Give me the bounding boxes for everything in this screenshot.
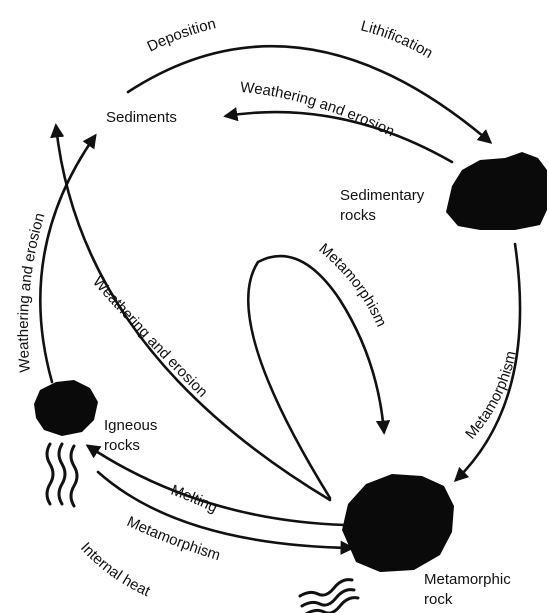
sediments-label: Sediments — [106, 109, 177, 126]
metamorphic-rock-icon — [342, 474, 454, 572]
metamorphic-rock-label: Metamorphic rock — [424, 571, 515, 608]
igneous-heat-waves-icon — [47, 444, 77, 506]
deposition-label: Deposition — [144, 15, 217, 55]
sedimentary-rock-icon — [446, 152, 547, 230]
melting-label: Melting — [169, 482, 221, 517]
weathering-sedimentary-label: Weathering and erosion — [240, 79, 398, 140]
weathering-igneous-arrow — [40, 136, 95, 382]
metamorphism-loop-label: Metamorphism — [316, 240, 390, 329]
weathering-sedimentary-arrow — [226, 112, 452, 162]
metamorphism-bottom-label: Metamorphism — [124, 513, 222, 564]
weathering-metamorphic-arrow — [56, 126, 330, 500]
metamorphism-bottom-arrow — [98, 472, 352, 548]
sedimentary-rocks-label: Sedimentary rocks — [340, 187, 428, 224]
igneous-rock-icon — [34, 380, 98, 436]
igneous-rocks-label: Igneous rocks — [104, 417, 162, 454]
internal-heat-label: Internal heat — [77, 539, 153, 600]
lithification-label: Lithification — [359, 17, 436, 62]
metamorphic-heat-waves-icon — [300, 580, 358, 613]
metamorphism-right-label: Metamorphism — [462, 350, 520, 443]
weathering-metamorphic-label: Weathering and erosion — [89, 273, 211, 400]
